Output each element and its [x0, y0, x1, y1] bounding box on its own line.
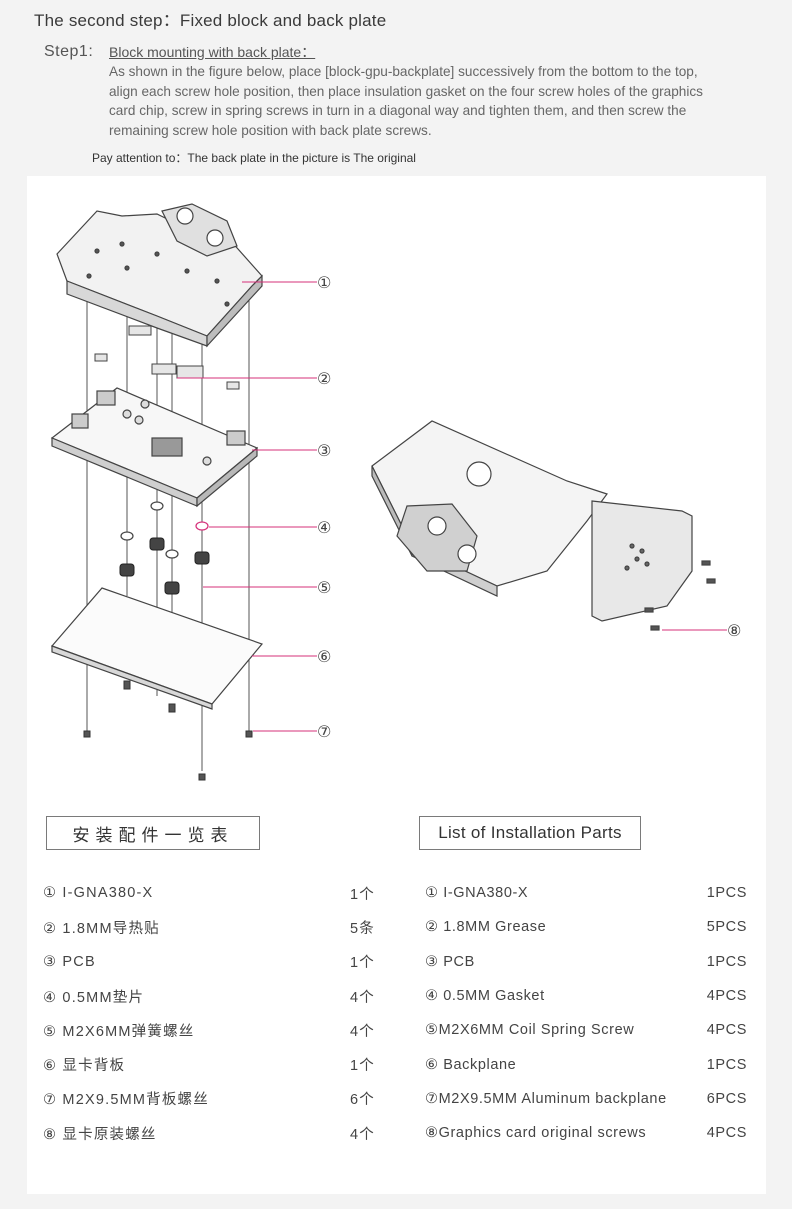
- part-qty: 1PCS: [706, 953, 747, 970]
- callout-5: ⑤: [317, 578, 331, 597]
- part-name: ② 1.8MM Grease: [425, 919, 547, 936]
- part-name: ⑥ 显卡背板: [43, 1058, 126, 1075]
- part-qty: 4个: [350, 989, 375, 1006]
- part-qty: 4个: [350, 1023, 375, 1040]
- list-item: ⑥ 显卡背板 1个: [43, 1047, 375, 1081]
- part-name: ⑦ M2X9.5MM背板螺丝: [43, 1092, 209, 1109]
- pcb-board: [50, 387, 259, 508]
- part-qty: 6PCS: [706, 1090, 747, 1107]
- callout-3: ③: [317, 441, 331, 460]
- parts-list-cn: ① I-GNA380-X 1个 ② 1.8MM导热贴 5条 ③ PCB 1个 ④ 0.…: [43, 876, 375, 1150]
- part-name: ⑧Graphics card original screws: [425, 1125, 647, 1142]
- callout-4: ④: [317, 518, 331, 537]
- list-item: ③ PCB 1PCS: [425, 945, 747, 979]
- parts-list-title-cn: 安装配件一览表: [46, 816, 260, 850]
- section-title: The second step：Fixed block and back pla…: [34, 11, 387, 30]
- spring-screws: [119, 537, 210, 595]
- part-name: ① I-GNA380-X: [425, 885, 529, 902]
- parts-list-title-en: List of Installation Parts: [419, 816, 641, 850]
- assembled-card: [371, 420, 716, 631]
- list-item: ④ 0.5MM垫片 4个: [43, 979, 375, 1013]
- part-qty: 4PCS: [706, 1125, 747, 1142]
- gaskets: [120, 501, 209, 559]
- content-panel: ① ② ③ ④ ⑤ ⑥ ⑦ ⑧ 安装配件一览表 List of Installa…: [27, 176, 766, 1194]
- part-qty: 4PCS: [706, 988, 747, 1005]
- callout-7: ⑦: [317, 722, 331, 741]
- exploded-assembly-diagram: ① ② ③ ④ ⑤ ⑥ ⑦ ⑧: [50, 203, 741, 781]
- water-block: [56, 203, 263, 348]
- part-name: ⑦M2X9.5MM Aluminum backplane: [425, 1090, 667, 1107]
- thermal-pads: [94, 325, 240, 390]
- step-body: As shown in the figure below, place [blo…: [109, 64, 703, 138]
- list-item: ⑦ M2X9.5MM背板螺丝 6个: [43, 1082, 375, 1116]
- part-name: ② 1.8MM导热贴: [43, 920, 160, 937]
- part-qty: 5PCS: [706, 919, 747, 936]
- list-item: ⑥ Backplane 1PCS: [425, 1047, 747, 1081]
- list-item: ① I-GNA380-X 1PCS: [425, 876, 747, 910]
- part-name: ③ PCB: [43, 953, 96, 970]
- list-item: ⑦M2X9.5MM Aluminum backplane 6PCS: [425, 1082, 747, 1116]
- part-name: ① I-GNA380-X: [43, 885, 154, 902]
- callout-6: ⑥: [317, 647, 331, 666]
- part-name: ⑤ M2X6MM弹簧螺丝: [43, 1023, 195, 1040]
- part-name: ④ 0.5MM垫片: [43, 989, 145, 1006]
- list-item: ⑤M2X6MM Coil Spring Screw 4PCS: [425, 1013, 747, 1047]
- callout-1: ①: [317, 273, 331, 292]
- list-item: ③ PCB 1个: [43, 945, 375, 979]
- list-item: ④ 0.5MM Gasket 4PCS: [425, 979, 747, 1013]
- part-name: ⑧ 显卡原装螺丝: [43, 1126, 157, 1143]
- part-qty: 5条: [350, 920, 375, 937]
- parts-list-en: ① I-GNA380-X 1PCS ② 1.8MM Grease 5PCS ③ PC…: [425, 876, 747, 1150]
- part-qty: 1个: [350, 1058, 375, 1075]
- part-name: ⑥ Backplane: [425, 1056, 517, 1073]
- callout-2: ②: [317, 369, 331, 388]
- list-item: ② 1.8MM导热贴 5条: [43, 910, 375, 944]
- list-item: ⑤ M2X6MM弹簧螺丝 4个: [43, 1013, 375, 1047]
- part-qty: 1个: [350, 886, 375, 903]
- part-qty: 4PCS: [706, 1022, 747, 1039]
- attention-note: Pay attention to：The back plate in the p…: [92, 151, 416, 165]
- step-heading: Block mounting with back plate：: [109, 44, 316, 60]
- callout-8: ⑧: [727, 621, 741, 640]
- step-label: Step1:: [44, 43, 94, 60]
- part-qty: 1个: [350, 955, 375, 972]
- backplate-screws: [83, 680, 253, 781]
- part-name: ⑤M2X6MM Coil Spring Screw: [425, 1022, 635, 1039]
- part-name: ③ PCB: [425, 953, 475, 970]
- backplate: [50, 587, 264, 710]
- part-qty: 1PCS: [706, 885, 747, 902]
- part-qty: 6个: [350, 1092, 375, 1109]
- list-item: ② 1.8MM Grease 5PCS: [425, 910, 747, 944]
- list-item: ⑧ 显卡原装螺丝 4个: [43, 1116, 375, 1150]
- part-qty: 1PCS: [706, 1056, 747, 1073]
- list-item: ① I-GNA380-X 1个: [43, 876, 375, 910]
- list-item: ⑧Graphics card original screws 4PCS: [425, 1116, 747, 1150]
- part-name: ④ 0.5MM Gasket: [425, 988, 545, 1005]
- part-qty: 4个: [350, 1126, 375, 1143]
